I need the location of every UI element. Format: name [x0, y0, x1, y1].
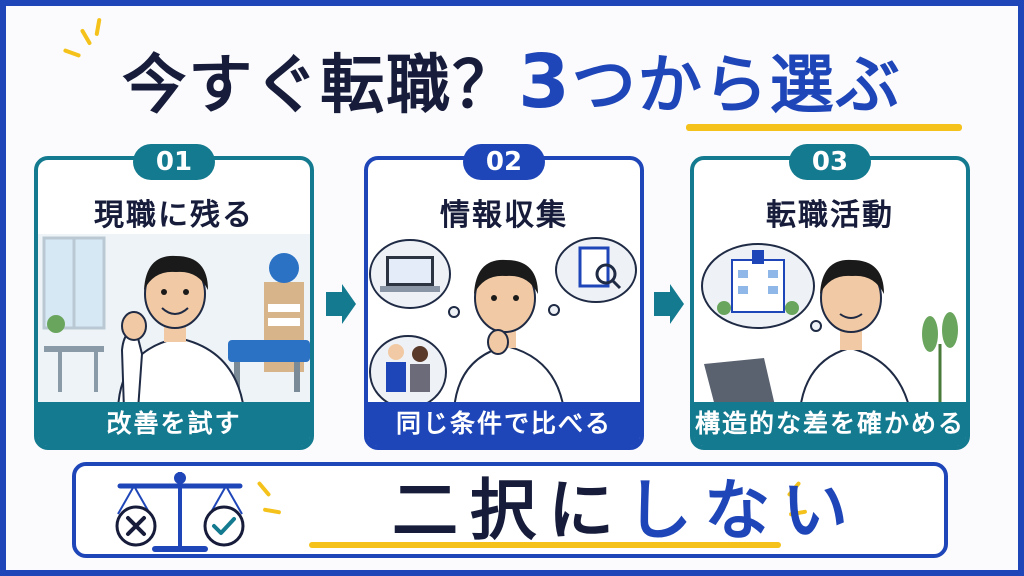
card-footer: 構造的な差を確かめる — [694, 402, 966, 446]
card-illustration-therapist-clinic — [38, 234, 310, 410]
check-icon — [203, 505, 245, 547]
conclusion-text: 二択にしない — [346, 466, 906, 556]
card-illustration-job-hunting — [694, 234, 966, 410]
card-illustration-research — [368, 234, 640, 410]
conclusion-box: 二択にしない — [72, 462, 948, 558]
conclusion-part2: しない — [626, 472, 860, 549]
page-title: 今すぐ転職？3つから選ぶ — [0, 42, 1024, 126]
card-footer: 同じ条件で比べる — [368, 402, 640, 446]
card-title: 転職活動 — [766, 198, 894, 233]
card-number-badge: 01 — [133, 144, 215, 180]
card-footer: 改善を試す — [38, 402, 310, 446]
bottom-spark — [262, 507, 282, 515]
card-title: 情報収集 — [440, 198, 568, 233]
title-question: 今すぐ転職？ — [122, 49, 519, 123]
option-card-1[interactable]: 01 現職に残る 改善を — [34, 144, 314, 450]
option-card-2[interactable]: 02 情報収集 — [364, 144, 644, 450]
title-number: 3 — [518, 39, 572, 125]
option-card-3[interactable]: 03 転職活動 — [690, 144, 970, 450]
title-choose: つから選ぶ — [571, 49, 902, 123]
conclusion-underline — [309, 542, 781, 548]
conclusion-part1: 二択に — [392, 472, 626, 549]
card-number-badge: 03 — [789, 144, 871, 180]
card-number-badge: 02 — [463, 144, 545, 180]
cross-icon — [115, 505, 157, 547]
title-underline — [686, 124, 962, 131]
card-title: 現職に残る — [94, 198, 254, 233]
arrow-right-icon — [654, 284, 684, 324]
balance-scale-icon — [117, 472, 243, 552]
arrow-right-icon — [326, 284, 356, 324]
